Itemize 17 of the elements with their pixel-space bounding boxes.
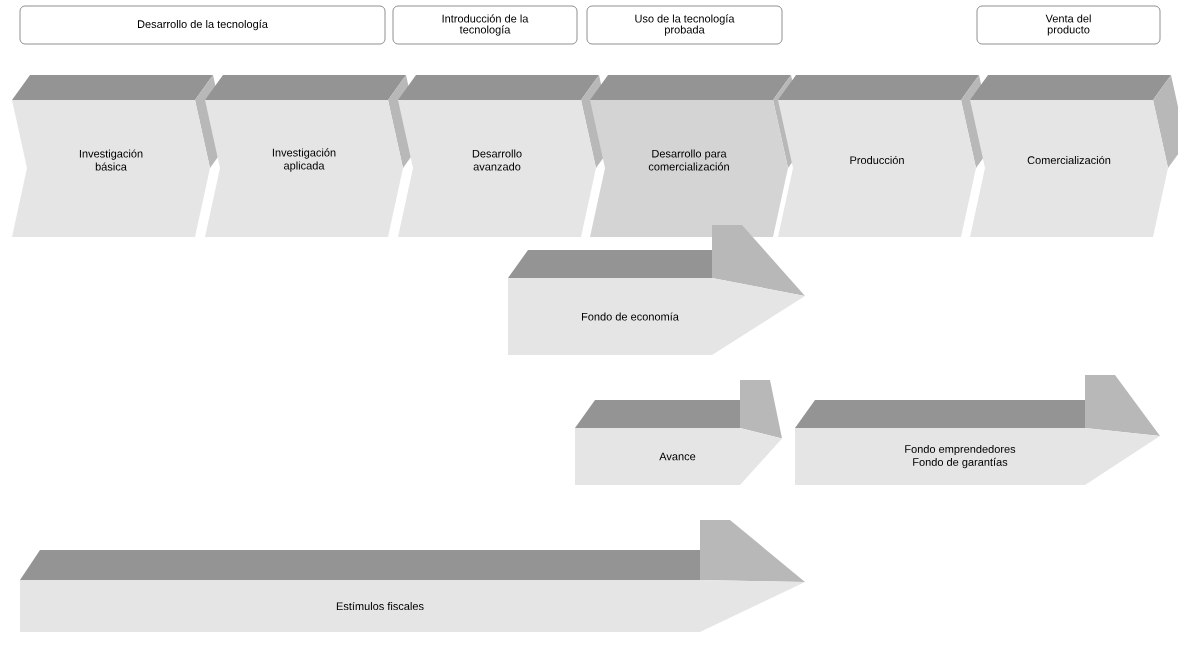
pointed-band: Fondo emprendedores Fondo de garantías bbox=[795, 375, 1160, 485]
chevron-block: Investigación aplicada bbox=[205, 75, 421, 237]
chevron-block: Investigación básica bbox=[12, 75, 228, 237]
phase-label-box: Uso de la tecnología probada bbox=[586, 5, 783, 45]
chevron-block: Desarrollo para comercialización bbox=[590, 75, 806, 237]
node-label: Investigación básica bbox=[79, 149, 143, 171]
chevron-block: Producción bbox=[778, 75, 994, 237]
chevron-block: Desarrollo avanzado bbox=[398, 75, 614, 237]
pointed-band: Fondo de economía bbox=[508, 225, 805, 355]
node-label: Investigación aplicada bbox=[272, 148, 336, 172]
pointed-band: Avance bbox=[575, 380, 782, 485]
pointed-band: Estímulos fiscales bbox=[20, 520, 805, 632]
phase-label-box: Introducción de la tecnología bbox=[392, 5, 578, 45]
phase-label-box: Desarrollo de la tecnología bbox=[19, 5, 386, 45]
chevron-block: Comercialización bbox=[970, 75, 1178, 237]
phase-label-box: Venta del producto bbox=[976, 5, 1161, 45]
node-label: Producción bbox=[850, 155, 904, 165]
